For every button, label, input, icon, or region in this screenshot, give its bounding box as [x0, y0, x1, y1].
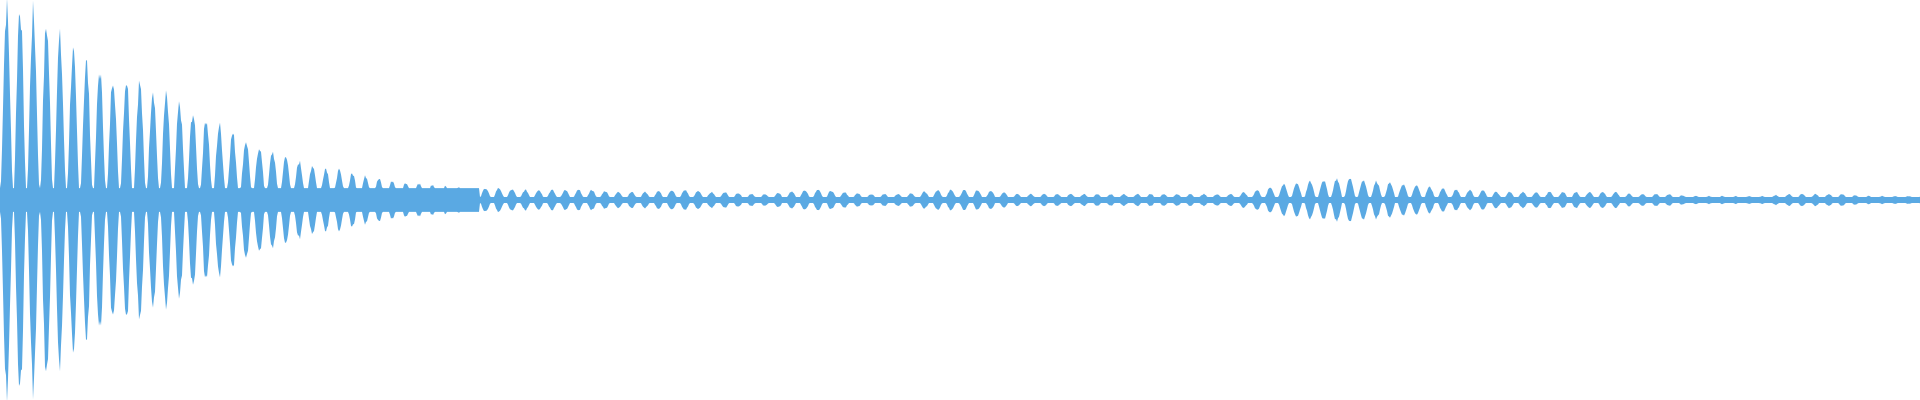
- audio-waveform: [0, 0, 1920, 400]
- waveform-bars: [0, 0, 1920, 400]
- waveform-canvas: [0, 0, 1920, 400]
